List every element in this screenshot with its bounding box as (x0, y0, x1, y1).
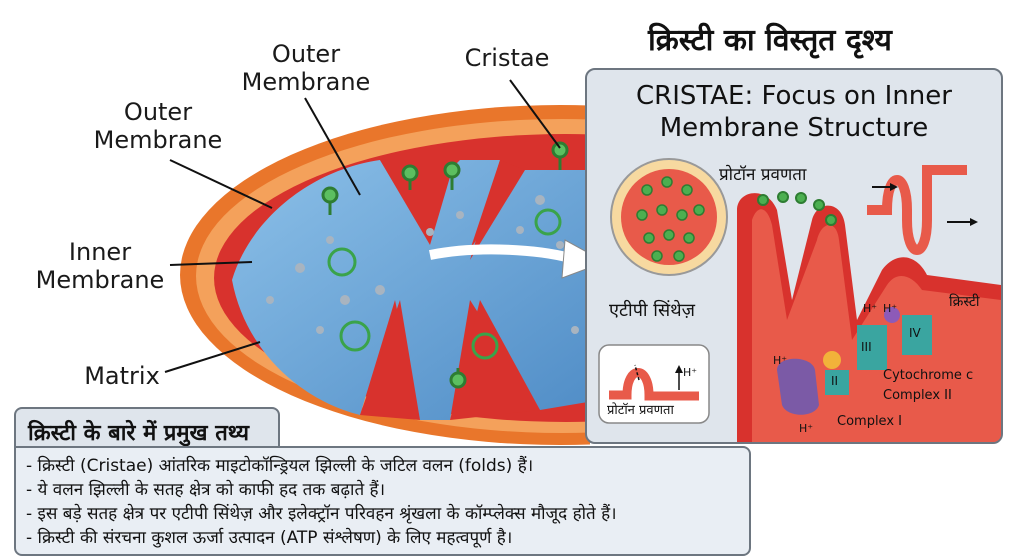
label-proton-gradient-small: प्रोटॉन प्रवणता (607, 403, 674, 418)
cristae-zoom-panel: CRISTAE: Focus on Inner Membrane Structu… (585, 68, 1003, 444)
proton-gradient-box (598, 344, 710, 424)
label-roman-ii: II (831, 374, 839, 388)
label-atp-synthase: एटीपी सिंथेज़ (609, 300, 695, 321)
mtdna-rings (327, 208, 562, 360)
fact-item: - क्रिस्टी (Cristae) आंतरिक माइटोकॉन्ड्र… (26, 456, 534, 476)
crista-fold (360, 300, 420, 420)
matrix-region (232, 160, 590, 420)
label-outer-membrane-top: Outer Membrane (241, 40, 371, 96)
matrix-granules (266, 195, 579, 334)
label-roman-iii: III (861, 340, 872, 354)
label-outer-membrane-left: Outer Membrane (93, 98, 223, 154)
label-cytochrome-c: Cytochrome c (883, 368, 974, 383)
crista-fold (450, 300, 540, 420)
proton-gradient-fold-icon (867, 165, 967, 255)
atp-synthase-particles (321, 141, 569, 389)
label-proton-gradient: प्रोटॉन प्रवणता (719, 165, 807, 185)
label-h-plus: H⁺ (773, 354, 788, 367)
fact-item: - ये वलन झिल्ली के सतह क्षेत्र को काफी ह… (26, 480, 386, 500)
facts-box: - क्रिस्टी (Cristae) आंतरिक माइटोकॉन्ड्र… (14, 446, 751, 556)
zoom-title: CRISTAE: Focus on Inner Membrane Structu… (636, 81, 952, 143)
label-h-plus: H⁺ (883, 302, 898, 315)
label-roman-iv: IV (909, 326, 921, 340)
label-leaders (164, 79, 561, 373)
fact-item: - क्रिस्टी की संरचना कुशल ऊर्जा उत्पादन … (26, 528, 513, 548)
label-cristae-hindi: क्रिस्टी (949, 294, 980, 310)
label-complex-i: Complex I (837, 414, 902, 429)
label-h-plus: H⁺ (683, 366, 698, 379)
zoom-arrow (429, 244, 572, 263)
label-cristae: Cristae (464, 44, 550, 72)
facts-heading: क्रिस्टी के बारे में प्रमुख तथ्य (28, 421, 250, 446)
electron-transport-complexes (777, 307, 932, 415)
label-complex-ii: Complex II (883, 388, 952, 403)
label-matrix: Matrix (84, 362, 160, 390)
fact-item: - इस बड़े सतह क्षेत्र पर एटीपी सिंथेज़ औ… (26, 504, 617, 524)
label-h-plus: H⁺ (863, 302, 878, 315)
crista-fold (470, 160, 525, 260)
label-inner-membrane: Inner Membrane (35, 238, 165, 294)
zoom-heading-hindi: क्रिस्टी का विस्तृत दृश्य (648, 23, 892, 58)
crista-fold (380, 160, 455, 245)
label-h-plus: H⁺ (799, 422, 814, 435)
zoom-illustration (598, 158, 1001, 442)
